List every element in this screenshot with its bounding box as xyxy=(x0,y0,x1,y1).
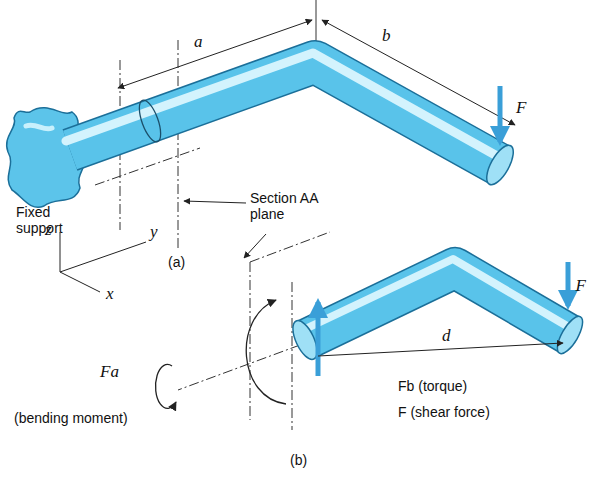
axis-label: x xyxy=(106,284,114,304)
axes xyxy=(60,232,146,292)
shaft-a xyxy=(66,53,519,189)
dimension-label: a xyxy=(194,32,203,52)
force-arrow xyxy=(566,262,571,306)
moment-label: Fa xyxy=(100,362,119,382)
leader-line xyxy=(244,234,266,258)
leader-line xyxy=(184,201,246,203)
force-label: F xyxy=(516,98,526,118)
section-plane xyxy=(178,232,330,430)
shaft-b xyxy=(288,259,587,363)
section-label: Section AA plane xyxy=(250,190,320,222)
dimension-label: b xyxy=(382,26,391,46)
distance-line xyxy=(318,343,563,356)
moment-label: (bending moment) xyxy=(14,410,128,426)
shear-force-arrow xyxy=(316,302,321,376)
dimension-label: d xyxy=(442,326,451,346)
shear-label: F (shear force) xyxy=(398,404,490,420)
figure-label: (b) xyxy=(290,452,307,468)
support-highlight xyxy=(26,125,52,129)
axis-label: y xyxy=(150,222,158,242)
torque-label: Fb (torque) xyxy=(398,378,467,394)
force-arrow xyxy=(498,86,503,142)
torque-arrow xyxy=(246,300,286,404)
bending-moment-arrow xyxy=(156,364,176,408)
figure-label: (a) xyxy=(168,254,185,270)
force-label: F xyxy=(576,276,586,296)
axis-label: z xyxy=(45,220,52,240)
